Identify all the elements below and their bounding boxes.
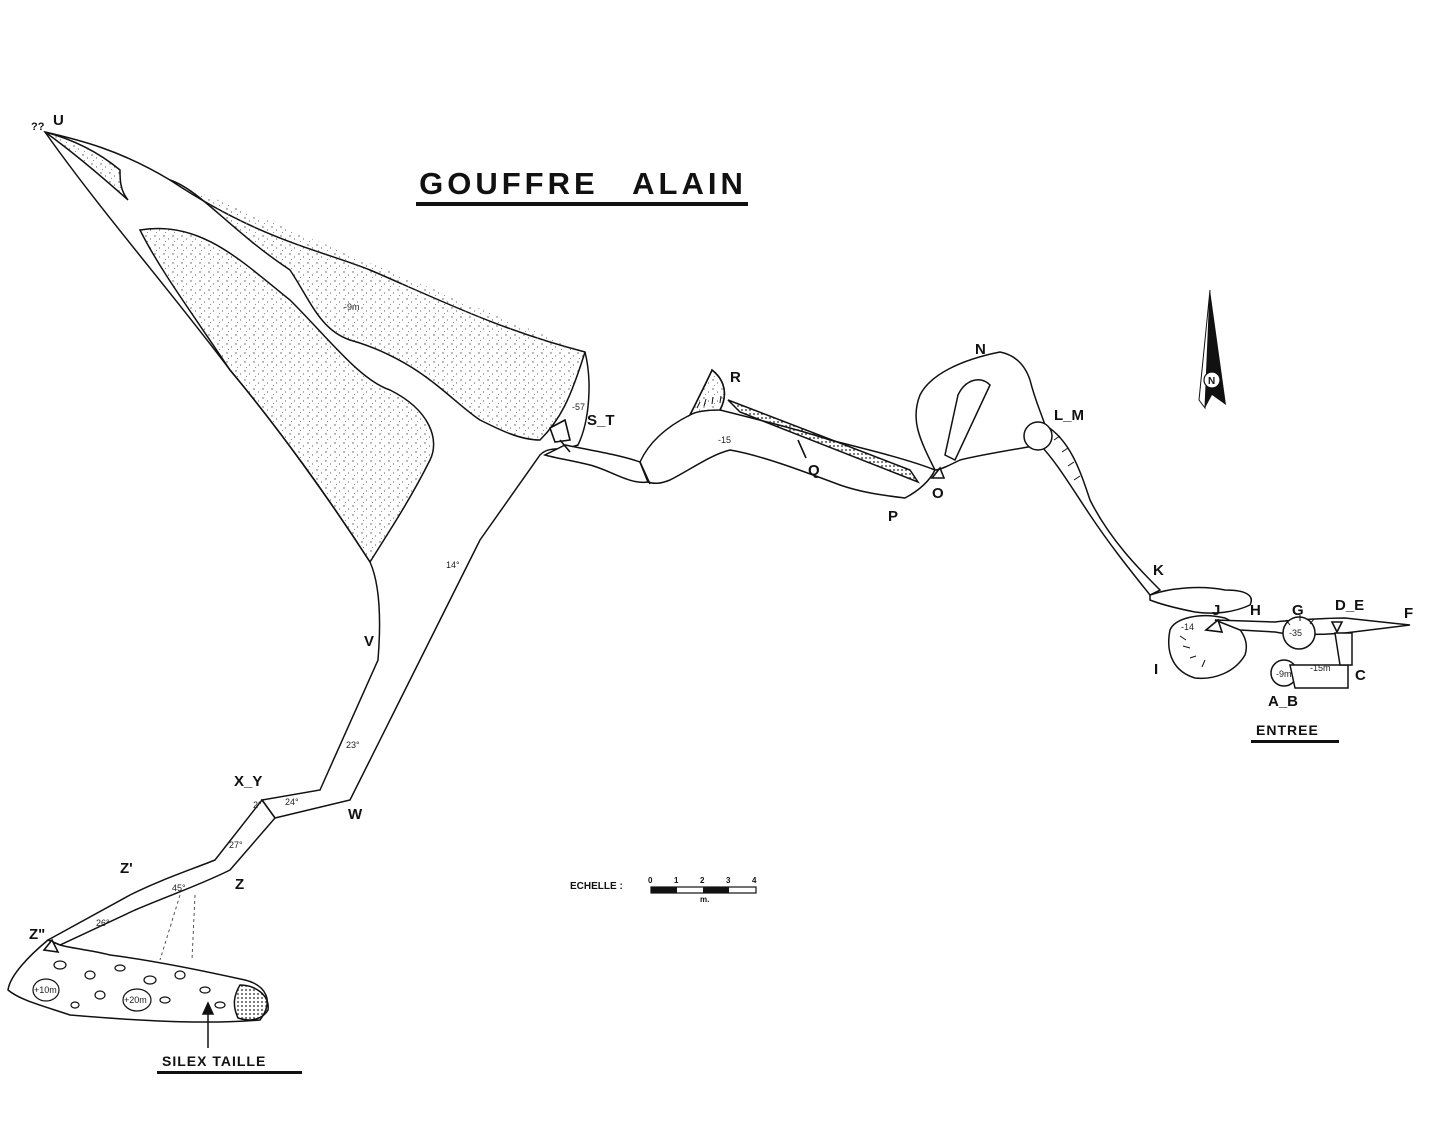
station-s-t: S_T: [587, 412, 615, 429]
station-i: I: [1154, 661, 1159, 678]
station-n: N: [975, 341, 986, 358]
station-q: Q: [808, 462, 820, 479]
survey-marks: [42, 418, 1344, 954]
station-j: J: [1212, 602, 1221, 619]
north-arrow-icon: [1198, 289, 1226, 410]
pit-hachures: [696, 395, 1315, 668]
silex-label: SILEX TAILLE: [162, 1053, 267, 1069]
depth-plus-20m: +20m: [124, 995, 147, 1005]
depth-minus-35: -35: [1289, 628, 1303, 638]
great-hall: [43, 130, 590, 819]
slope-27: 27°: [229, 840, 243, 850]
station-p: P: [888, 508, 899, 525]
slope-2: 2°: [253, 800, 262, 810]
depth-minus-14: -14: [1181, 622, 1195, 632]
depth-minus-9m: -9m: [344, 302, 360, 312]
station-w: W: [348, 806, 363, 823]
silex-underline: [157, 1071, 302, 1074]
station-c: C: [1355, 667, 1366, 684]
scale-bar: [650, 886, 757, 894]
scale-unit: m.: [700, 895, 710, 904]
dashed-link: [159, 894, 196, 961]
depth-minus-9m-a: -9m: [1276, 669, 1292, 679]
station-k: K: [1153, 562, 1164, 579]
scale-label: ECHELLE :: [570, 881, 623, 892]
station-f: F: [1404, 605, 1414, 622]
scale-tick-0: 0: [648, 876, 653, 885]
station-a-b: A_B: [1268, 693, 1299, 710]
station-z-prime: Z': [120, 860, 133, 877]
scale-tick-1: 1: [674, 876, 679, 885]
slope-23: 23°: [346, 740, 360, 750]
depth-minus-15m-c: -15m: [1310, 663, 1331, 673]
station-x-y: X_Y: [234, 773, 263, 790]
depth-minus-15-r: -15: [718, 435, 732, 445]
slope-45: 45°: [172, 883, 186, 893]
title-underline: [416, 202, 748, 206]
station-unknown: ??: [31, 121, 45, 133]
slope-14: 14°: [446, 560, 460, 570]
middle-passage: [542, 368, 937, 499]
entree-label: ENTREE: [1256, 722, 1319, 738]
station-u: U: [53, 112, 64, 129]
map-title: GOUFFRE ALAIN: [419, 166, 747, 201]
station-g: G: [1292, 602, 1304, 619]
station-o: O: [932, 485, 944, 502]
station-r: R: [730, 369, 741, 386]
entrance-complex: [1149, 586, 1411, 689]
station-h: H: [1250, 602, 1261, 619]
slope-26: 26°: [96, 918, 110, 928]
scale-tick-2: 2: [700, 876, 705, 885]
lower-gallery: [7, 798, 276, 1023]
upper-right-chamber: [915, 351, 1162, 596]
north-label: N: [1208, 376, 1215, 387]
depth-minus-57: -57: [572, 402, 586, 412]
scale-tick-4: 4: [752, 876, 757, 885]
scale-tick-3: 3: [726, 876, 731, 885]
slope-24: 24°: [285, 797, 299, 807]
station-d-e: D_E: [1335, 597, 1365, 614]
silex-arrow: [201, 1001, 215, 1048]
boulders: [32, 960, 226, 1012]
station-v: V: [364, 633, 375, 650]
station-l-m: L_M: [1054, 407, 1084, 424]
entree-underline: [1251, 740, 1339, 743]
station-z: Z: [235, 876, 245, 893]
depth-plus-10m: +10m: [34, 985, 57, 995]
station-z-second: Z": [29, 926, 46, 943]
